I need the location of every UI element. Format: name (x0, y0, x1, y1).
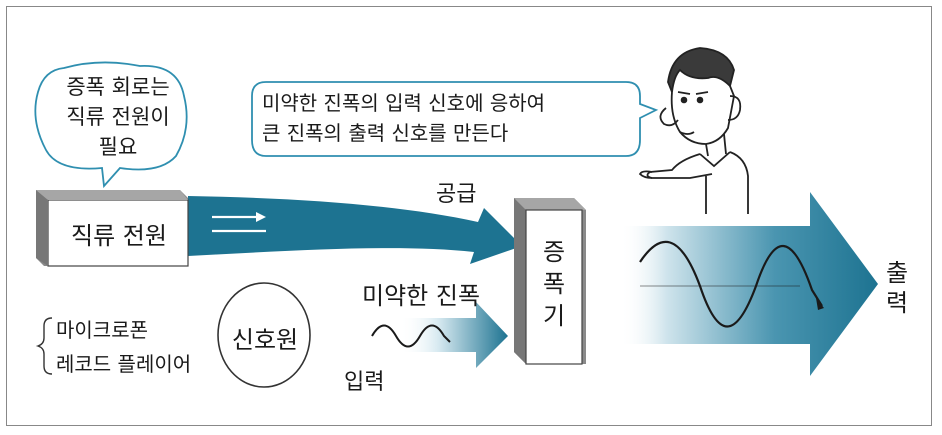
bubble-left-line-3: 필요 (98, 135, 138, 159)
source-examples-brace (35, 317, 53, 375)
output-label: 출력 (886, 259, 909, 317)
dc-power-label: 직류 전원 (71, 222, 167, 250)
bubble-right-line-2: 큰 진폭의 출력 신호를 만든다 (262, 121, 509, 145)
weak-amplitude-label: 미약한 진폭 (362, 282, 481, 310)
input-wave (371, 324, 451, 348)
supply-flow-lines (212, 212, 266, 233)
input-label: 입력 (344, 370, 385, 395)
output-wave (639, 240, 823, 328)
bubble-right-text: 미약한 진폭의 입력 신호에 응하여 큰 진폭의 출력 신호를 만든다 (262, 88, 634, 148)
source-example-2: 레코드 플레이어 (56, 352, 192, 376)
supply-label: 공급 (436, 182, 477, 207)
input-arrow (400, 302, 508, 368)
bubble-left-text: 증폭 회로는 직류 전원이 필요 (54, 72, 182, 162)
amplifier-label: 증폭기 (542, 238, 566, 330)
bubble-left-line-1: 증폭 회로는 (66, 75, 170, 99)
output-arrow (620, 192, 878, 376)
person-figure (638, 47, 749, 214)
amplifier-box (514, 198, 586, 365)
bubble-right-line-1: 미약한 진폭의 입력 신호에 응하여 (262, 91, 546, 115)
dc-power-box (36, 190, 189, 267)
bubble-right-outline (251, 81, 659, 157)
bubble-left-line-2: 직류 전원이 (66, 105, 170, 129)
signal-source-label: 신호원 (231, 326, 299, 354)
bubble-left-outline (34, 61, 188, 189)
source-example-1: 마이크로폰 (56, 318, 148, 342)
signal-source-circle (217, 282, 311, 388)
supply-arrow (188, 196, 522, 264)
